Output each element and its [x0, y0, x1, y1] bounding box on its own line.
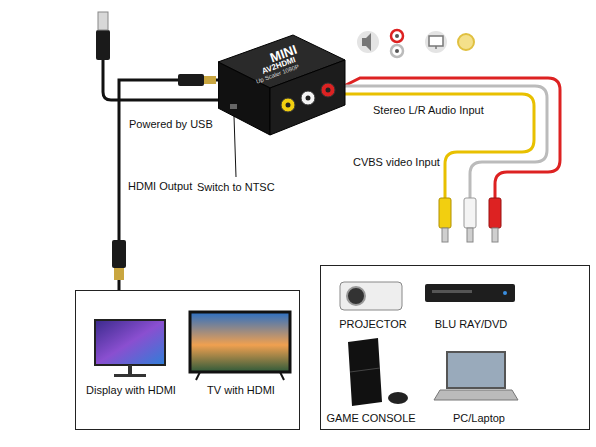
icon-ground [425, 31, 447, 53]
callout-label: Powered by USB [128, 118, 214, 131]
rca-tip [492, 228, 498, 242]
white-rca-plug [464, 198, 476, 228]
callout-label: HDMI Output [127, 180, 193, 193]
white-rca-cable [320, 86, 547, 200]
red-jack-icon [391, 30, 403, 42]
rca-tip [467, 228, 473, 242]
usb-plug [96, 30, 110, 60]
projector-body [340, 282, 402, 310]
monitor-icon-stand [435, 46, 437, 49]
console-groove [350, 368, 380, 372]
yellow-jack [281, 98, 295, 112]
white-jack-icon [391, 45, 403, 57]
power-light [503, 291, 507, 295]
leader-line [234, 116, 236, 177]
rca-tip [442, 228, 448, 242]
usb-cable [103, 58, 222, 100]
callout-label: Switch to NTSC [196, 181, 276, 194]
source-panel: PROJECTOR BLU RAY/DVD GAME CONSOLE PC/Lapto… [320, 265, 590, 430]
white-jack [301, 91, 315, 105]
yellow-rca-cable [300, 94, 534, 200]
bluray-player [425, 284, 515, 302]
hdmi-plug [178, 74, 204, 86]
yellow-jack-icon [458, 34, 474, 50]
hdmi-plug-tip [114, 268, 124, 280]
monitor-stand [128, 365, 132, 375]
device-caption: BLU RAY/DVD [435, 318, 508, 331]
monitor-base [114, 374, 146, 377]
jack-center [395, 49, 399, 53]
speaker-icon [362, 33, 371, 51]
callout-label: Stereo L/R Audio Input [372, 104, 485, 117]
disc-tray [432, 290, 472, 293]
display-panel: Display with HDMI TV with HDMI [75, 290, 300, 430]
tv-leg [280, 372, 284, 380]
device-caption: GAME CONSOLE [326, 412, 415, 425]
yellow-rca-plug [439, 198, 451, 228]
tv-leg [196, 372, 200, 380]
monitor-icon [429, 36, 443, 46]
hdmi-plug-tip [204, 76, 216, 84]
icon-ground [357, 31, 379, 53]
callout-label: CVBS video Input [352, 156, 441, 169]
device-caption: Display with HDMI [86, 384, 176, 397]
device-caption: PC/Laptop [453, 412, 505, 425]
monitor-screen [95, 320, 165, 365]
game-console [348, 338, 382, 406]
game-controller [388, 392, 408, 404]
laptop-base [434, 390, 518, 400]
usb-tip [98, 12, 108, 30]
projector-lens [347, 287, 365, 305]
red-jack [321, 83, 335, 97]
device-caption: TV with HDMI [207, 384, 275, 397]
jack-hole [286, 103, 291, 108]
red-rca-plug [489, 198, 501, 228]
ntsc-switch [230, 104, 237, 109]
converter-box: MINIAV2HDMIUp Scaler 1080P [218, 30, 350, 138]
jack-center [395, 34, 399, 38]
hdmi-plug [112, 240, 126, 268]
jack-hole [326, 88, 331, 93]
jack-hole [306, 96, 311, 101]
tv-screen [190, 312, 290, 372]
laptop-screen [447, 352, 505, 388]
device-caption: PROJECTOR [339, 318, 407, 331]
